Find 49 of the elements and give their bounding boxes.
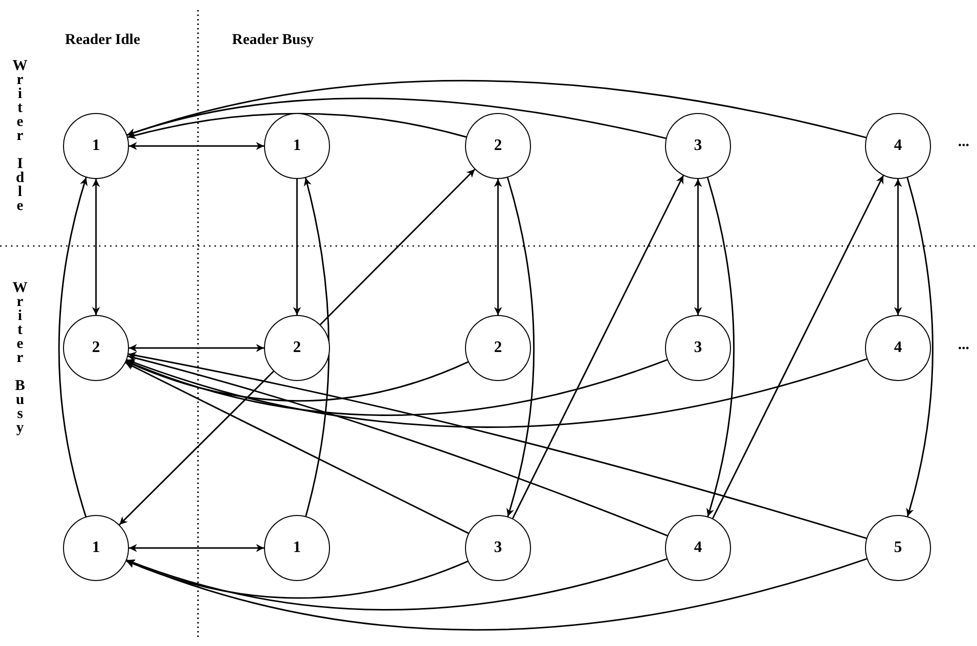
arrow [126, 359, 668, 416]
arrow [494, 179, 502, 315]
arrow [92, 179, 100, 315]
state-circle: 4 [665, 515, 731, 581]
arrow [126, 80, 866, 138]
column-heading: Reader Busy [232, 32, 314, 49]
arrow [128, 354, 668, 536]
arrow [320, 168, 476, 326]
state-circle: 5 [865, 515, 931, 581]
state-circle: 2 [264, 315, 330, 381]
column-heading: Reader Idle [65, 32, 140, 49]
state-circle: 3 [665, 113, 731, 179]
arrow [512, 175, 684, 519]
arrow [694, 179, 702, 315]
state-circle: 1 [264, 113, 330, 179]
state-circle: 4 [865, 113, 931, 179]
arrow [126, 558, 668, 610]
arrow [304, 178, 330, 516]
arrow [128, 112, 466, 140]
arrow [126, 560, 468, 599]
row-heading: Writer Idle [12, 58, 27, 212]
arrow [125, 362, 469, 534]
row-heading: Writer Busy [12, 280, 27, 434]
column-heading: ... [958, 134, 970, 151]
arrow [126, 358, 868, 428]
arrow [906, 177, 934, 517]
arrow [894, 179, 902, 315]
state-circle: 2 [63, 315, 129, 381]
arrow [293, 179, 301, 315]
state-circle: 4 [865, 315, 931, 381]
arrow [129, 544, 264, 552]
state-circle: 3 [665, 315, 731, 381]
arrow [129, 142, 264, 150]
arrow [506, 177, 535, 517]
arrow [712, 175, 884, 519]
state-circle: 1 [63, 515, 129, 581]
state-circle: 1 [264, 515, 330, 581]
state-circle: 2 [465, 315, 531, 381]
arrow [126, 360, 468, 402]
arrow [126, 558, 868, 631]
state-circle: 3 [465, 515, 531, 581]
column-heading: ... [958, 337, 970, 354]
state-circle: 2 [465, 113, 531, 179]
arrow [129, 344, 264, 352]
arrow [128, 352, 867, 540]
arrow [118, 370, 274, 526]
state-circle: 1 [63, 113, 129, 179]
arrow [706, 177, 735, 517]
arrow [58, 177, 88, 517]
